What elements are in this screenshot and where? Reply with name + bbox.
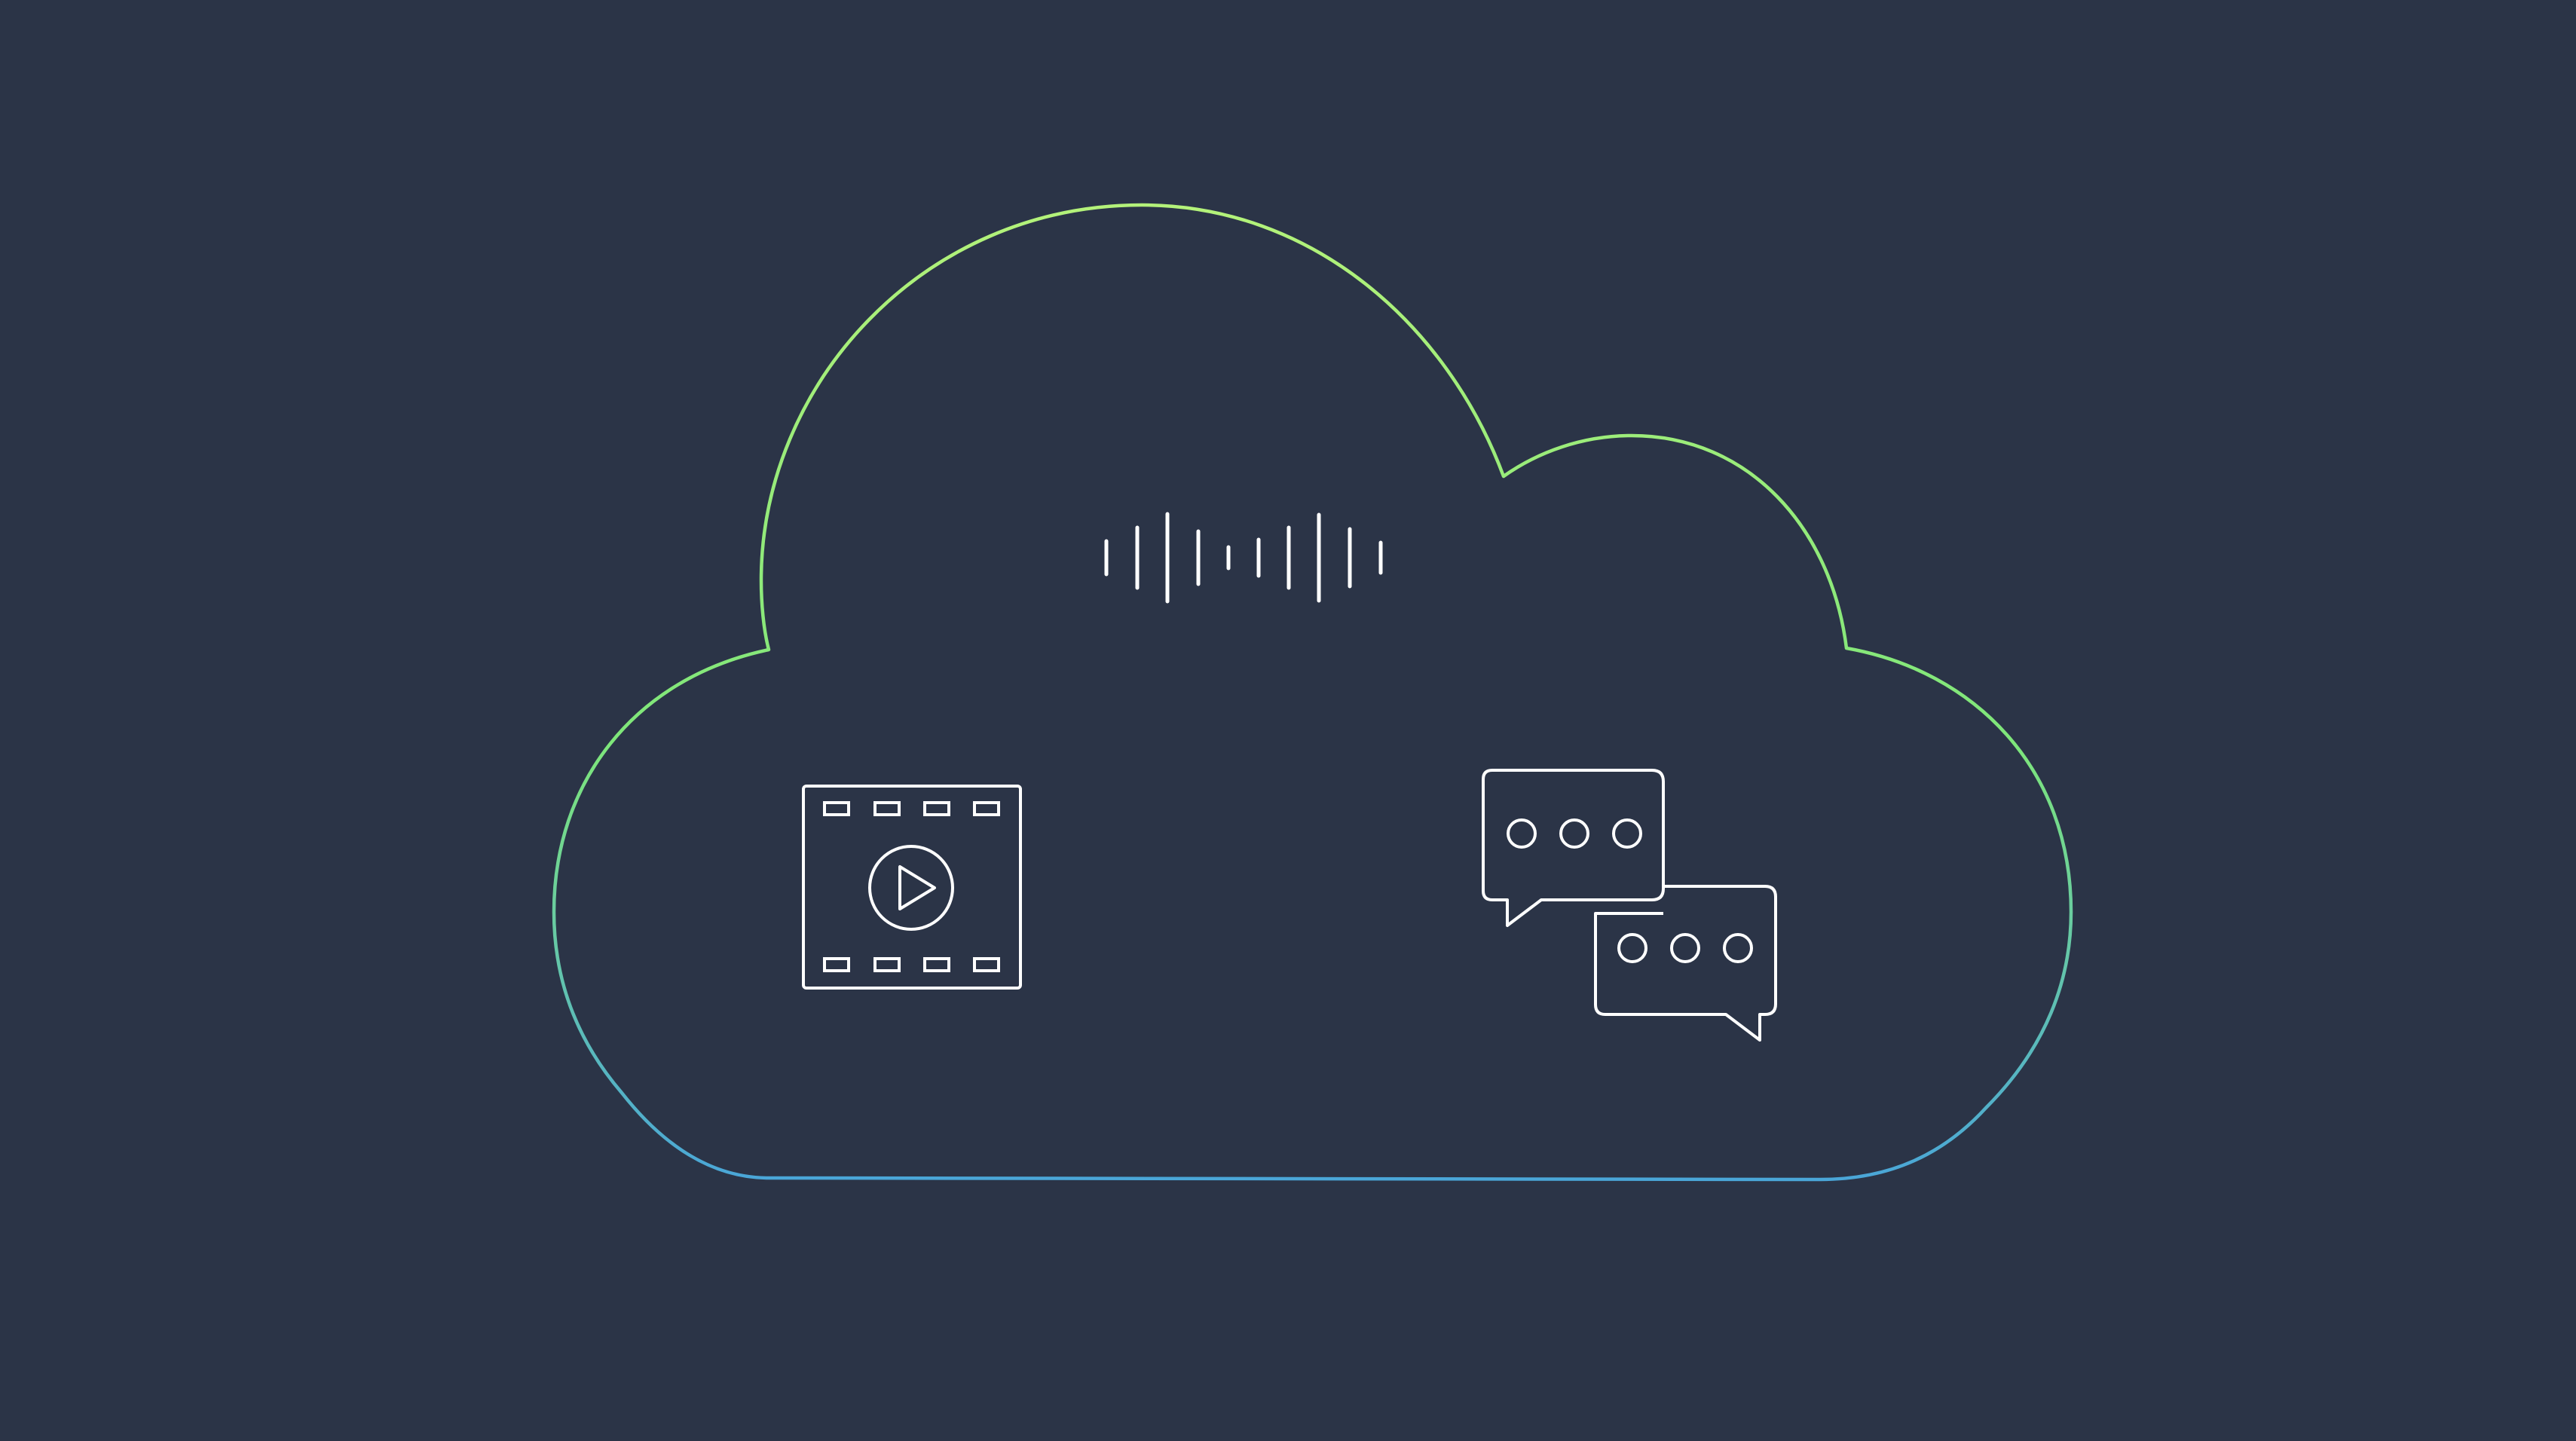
play-circle-icon bbox=[868, 845, 954, 931]
film-frame bbox=[802, 785, 1022, 990]
chat-dot bbox=[1670, 933, 1700, 963]
chat-dot bbox=[1723, 933, 1753, 963]
chat-bubble-right bbox=[1594, 885, 1777, 1042]
film-sprocket bbox=[823, 957, 850, 972]
film-sprocket bbox=[873, 957, 901, 972]
chat-dot bbox=[1617, 933, 1647, 963]
film-sprocket bbox=[973, 801, 1000, 816]
audio-waveform-icon bbox=[1104, 512, 1383, 604]
chat-dot bbox=[1612, 818, 1642, 849]
film-sprocket bbox=[973, 957, 1000, 972]
film-sprocket bbox=[923, 957, 950, 972]
chat-dot bbox=[1559, 818, 1589, 849]
film-sprocket bbox=[873, 801, 901, 816]
film-sprocket bbox=[823, 801, 850, 816]
chat-bubbles-icon bbox=[1482, 769, 1777, 1042]
chat-dot bbox=[1507, 818, 1537, 849]
cloud-outline-icon bbox=[552, 203, 2073, 1182]
video-film-icon bbox=[802, 785, 1022, 990]
play-triangle-icon bbox=[898, 865, 936, 910]
chat-bubble-left bbox=[1482, 769, 1665, 927]
film-sprocket bbox=[923, 801, 950, 816]
